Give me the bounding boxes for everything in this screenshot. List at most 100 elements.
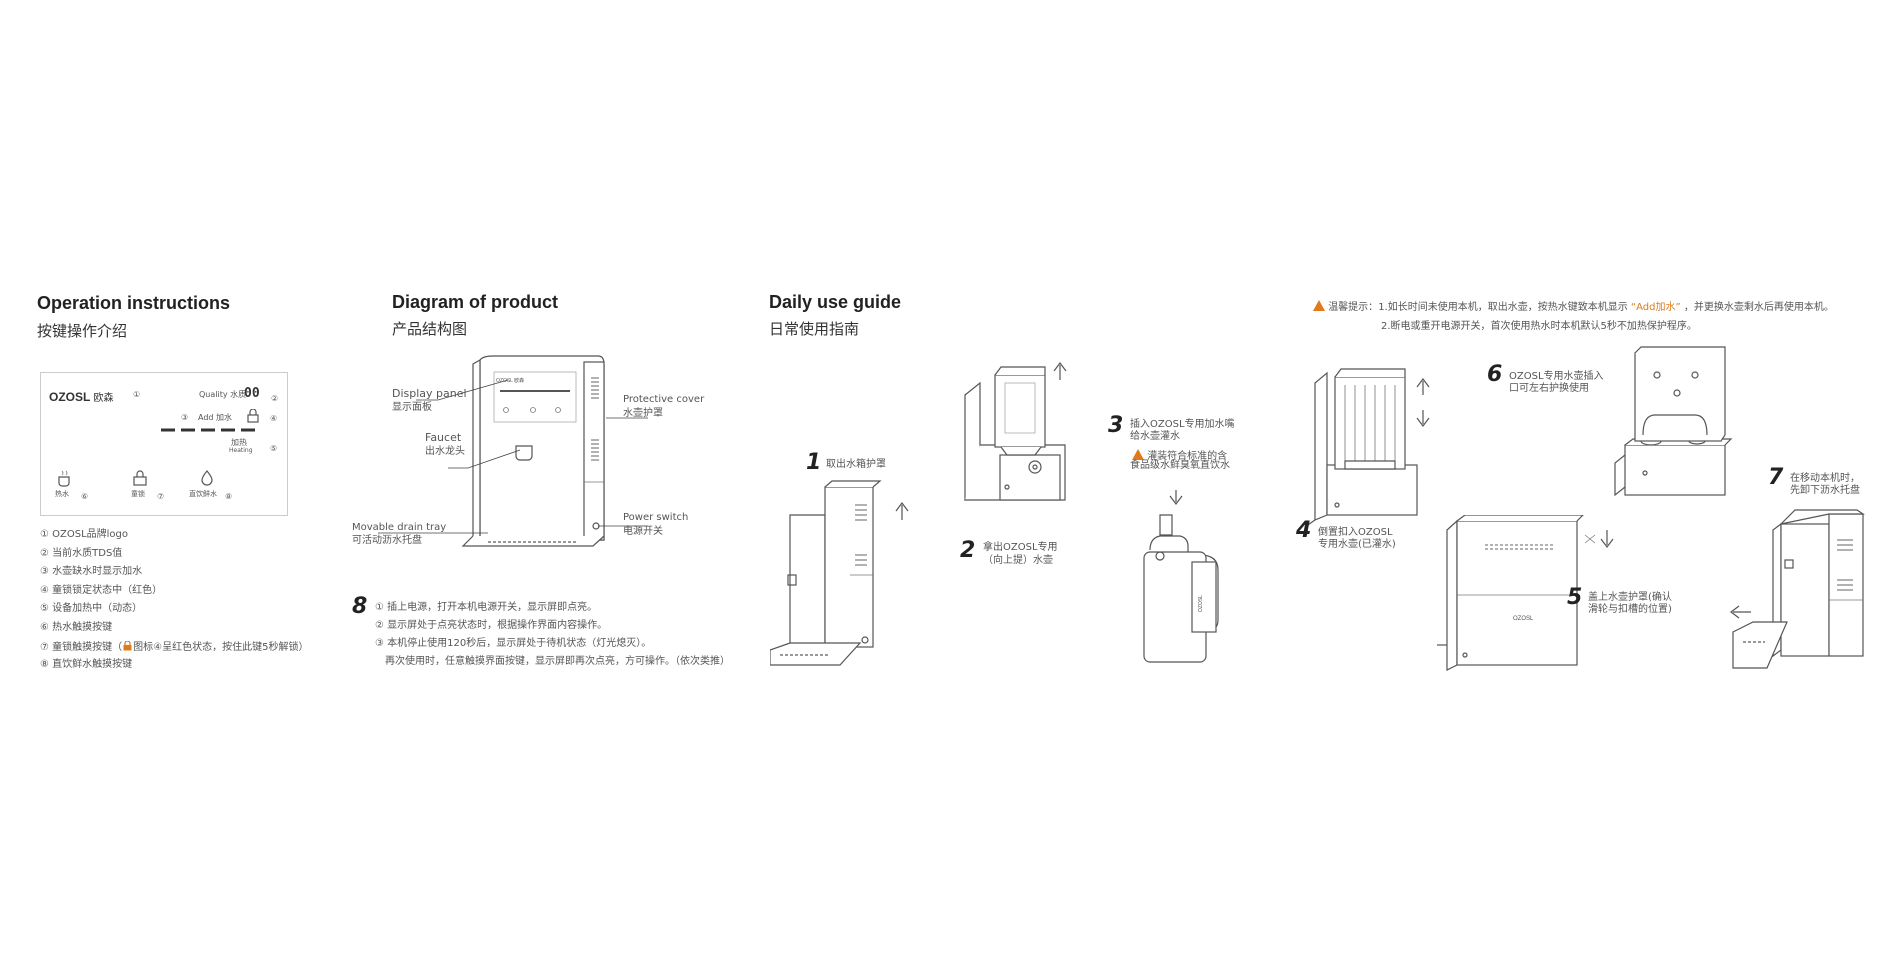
step-3-warn-line-1: 灌装符合标准的含 bbox=[1147, 451, 1228, 462]
step-8-line-3: ③ 本机停止使用120秒后，显示屏处于待机状态（灯光熄灭）。 bbox=[375, 638, 652, 649]
legend-item-5: ⑤ 设备加热中（动态） bbox=[40, 603, 143, 614]
callout-5: ⑤ bbox=[270, 444, 278, 453]
step-4-line-1: 倒置扣入OZOSL bbox=[1318, 527, 1393, 538]
callout-6: ⑥ bbox=[81, 492, 89, 501]
warning-icon bbox=[1132, 449, 1144, 460]
step-5-line-2: 滑轮与扣槽的位置) bbox=[1588, 604, 1672, 615]
quality-label: Quality 水质 bbox=[199, 390, 247, 399]
step-4-text: 倒置扣入OZOSL 专用水壶(已灌水) bbox=[1318, 528, 1396, 550]
legend-item-7: ⑦ 童锁触摸按键（ 图标④呈红色状态，按住此键5秒解锁） bbox=[40, 640, 309, 660]
callout-4: ④ bbox=[270, 414, 278, 423]
step-3-text: 插入OZOSL专用加水嘴 给水壶灌水 bbox=[1130, 420, 1235, 442]
step-3-illustration: OZOSL bbox=[1143, 490, 1219, 663]
callout-8: ⑧ bbox=[225, 492, 233, 501]
step-4-illustration bbox=[1306, 368, 1430, 525]
hot-water-label: 热水 bbox=[55, 490, 69, 498]
child-lock-icon bbox=[133, 470, 147, 486]
operation-title-en: Operation instructions bbox=[37, 293, 231, 313]
panel-divider-dashes bbox=[161, 428, 257, 432]
step-7-illustration bbox=[1730, 509, 1865, 669]
step-1-illustration bbox=[770, 480, 909, 666]
callout-7: ⑦ bbox=[157, 492, 165, 501]
step-5-line-1: 盖上水壶护罩(确认 bbox=[1588, 592, 1672, 603]
step-6-number: 6 bbox=[1487, 362, 1503, 387]
diagram-title-cn: 产品结构图 bbox=[392, 320, 468, 338]
step-6-line-2: 口可左右护换使用 bbox=[1509, 383, 1589, 394]
hot-water-icon bbox=[58, 470, 70, 487]
step-5-machine-brand: OZOSL bbox=[1513, 616, 1534, 622]
step-8-number: 8 bbox=[352, 594, 368, 619]
child-lock-label: 童锁 bbox=[131, 490, 145, 498]
tips-label: 温馨提示： bbox=[1328, 302, 1379, 313]
label-tray-en: Movable drain tray bbox=[352, 522, 447, 533]
step-1-text: 取出水箱护罩 bbox=[826, 459, 886, 470]
step-2-line-1: 拿出OZOSL专用 bbox=[983, 542, 1058, 553]
label-cover-cn: 水壶护罩 bbox=[623, 408, 663, 419]
step-4-number: 4 bbox=[1296, 518, 1312, 543]
step-7-line-1: 在移动本机时， bbox=[1790, 473, 1860, 484]
panel-brand-en: OZOSL bbox=[49, 390, 91, 404]
add-water-label: Add 加水 bbox=[198, 413, 233, 422]
legend-item-7-text: ⑦ 童锁触摸按键（ bbox=[40, 642, 123, 653]
vent-grill bbox=[591, 377, 599, 461]
label-display-cn: 显示面板 bbox=[392, 402, 432, 413]
lock-icon bbox=[123, 640, 132, 651]
tips-line-1: 温馨提示：1.如长时间未使用本机，取出水壶，按热水键致本机显示 “Add加水” … bbox=[1313, 298, 1834, 313]
quality-value: 00 bbox=[244, 386, 260, 401]
callout-1: ① bbox=[133, 390, 141, 399]
step-7-number: 7 bbox=[1768, 465, 1784, 490]
panel-brand-cn: 欧森 bbox=[93, 393, 114, 404]
label-display-en: Display panel bbox=[392, 387, 467, 400]
step-8-line-1: ① 插上电源，打开本机电源开关，显示屏即点亮。 bbox=[375, 602, 598, 613]
step-3-warning: 灌装符合标准的含 食品级水鲜臭氧直饮水 bbox=[1130, 449, 1230, 471]
step-3-warn-line-2: 食品级水鲜臭氧直饮水 bbox=[1130, 460, 1230, 471]
step-7-line-2: 先卸下沥水托盘 bbox=[1790, 485, 1860, 496]
label-tray-cn: 可活动沥水托盘 bbox=[352, 535, 422, 546]
step-3-number: 3 bbox=[1108, 413, 1124, 438]
legend-item-6: ⑥ 热水触摸按键 bbox=[40, 621, 113, 633]
label-switch-cn: 电源开关 bbox=[623, 526, 663, 537]
operation-title-cn: 按键操作介绍 bbox=[37, 322, 128, 340]
legend-item-8: ⑧ 直饮鲜水触摸按键 bbox=[40, 658, 133, 670]
step-2-text: 拿出OZOSL专用 （向上提）水壶 bbox=[983, 543, 1058, 566]
step-2-line-2: （向上提）水壶 bbox=[983, 555, 1053, 566]
daily-title-cn: 日常使用指南 bbox=[769, 320, 860, 338]
step-2-illustration bbox=[964, 362, 1067, 502]
tips-warning-icon bbox=[1313, 300, 1325, 311]
step-8-text: ① 插上电源，打开本机电源开关，显示屏即点亮。 ② 显示屏处于点亮状态时，根据操… bbox=[375, 603, 730, 675]
step-6-illustration bbox=[1614, 346, 1733, 497]
legend-item-1: ① OZOSL品牌logo bbox=[40, 529, 129, 540]
legend-item-2: ② 当前水质TDS值 bbox=[40, 547, 123, 559]
heating-sub: Heating bbox=[229, 447, 253, 454]
step-6-line-1: OZOSL专用水壶插入 bbox=[1509, 371, 1604, 382]
fresh-water-label: 直饮鲜水 bbox=[189, 490, 217, 498]
panel-brand: OZOSL 欧森 bbox=[49, 389, 113, 404]
step-6-text: OZOSL专用水壶插入 口可左右护换使用 bbox=[1509, 372, 1604, 394]
heating-label: 加热 bbox=[231, 438, 247, 447]
step-3-line-2: 给水壶灌水 bbox=[1130, 431, 1180, 442]
label-faucet-en: Faucet bbox=[425, 431, 462, 444]
step-4-line-2: 专用水壶(已灌水) bbox=[1318, 539, 1396, 550]
callout-3: ③ bbox=[181, 413, 189, 422]
tips-line-1-pre: 1.如长时间未使用本机，取出水壶，按热水键致本机显示 bbox=[1378, 302, 1628, 313]
control-panel-diagram: OZOSL 欧森 ① Quality 水质 00 ② ③ Add 加水 ④ 加热… bbox=[40, 372, 288, 516]
step-3-line-1: 插入OZOSL专用加水嘴 bbox=[1130, 419, 1235, 430]
operation-legend-list: ① OZOSL品牌logo ② 当前水质TDS值 ③ 水壶缺水时显示加水 ④ 童… bbox=[40, 530, 308, 678]
legend-item-7-suffix: 图标④呈红色状态，按住此键5秒解锁） bbox=[133, 642, 309, 653]
step-5-text: 盖上水壶护罩(确认 滑轮与扣槽的位置) bbox=[1588, 593, 1672, 615]
step-8-line-2: ② 显示屏处于点亮状态时，根据操作界面内容操作。 bbox=[375, 620, 608, 631]
step-1-number: 1 bbox=[806, 450, 822, 475]
label-faucet-cn: 出水龙头 bbox=[425, 446, 465, 457]
label-cover-en: Protective cover bbox=[623, 394, 705, 405]
tips-line-2: 2.断电或重开电源开关，首次使用热水时本机默认5秒不加热保护程序。 bbox=[1381, 321, 1697, 332]
legend-item-3: ③ 水壶缺水时显示加水 bbox=[40, 566, 143, 577]
tips-line-1-highlight: “Add加水” bbox=[1630, 302, 1681, 313]
step-2-number: 2 bbox=[960, 538, 976, 563]
fresh-water-icon bbox=[201, 470, 213, 486]
label-switch-en: Power switch bbox=[623, 512, 689, 523]
step-7-text: 在移动本机时， 先卸下沥水托盘 bbox=[1790, 474, 1860, 496]
step-8-line-4: 再次使用时，任意触摸界面按键，显示屏即再次点亮，方可操作。（依次类推） bbox=[385, 656, 730, 667]
step-5-number: 5 bbox=[1567, 585, 1583, 610]
tips-line-1-post: ，并更换水壶剩水后再使用本机。 bbox=[1683, 302, 1834, 313]
faucet-icon bbox=[515, 445, 533, 461]
